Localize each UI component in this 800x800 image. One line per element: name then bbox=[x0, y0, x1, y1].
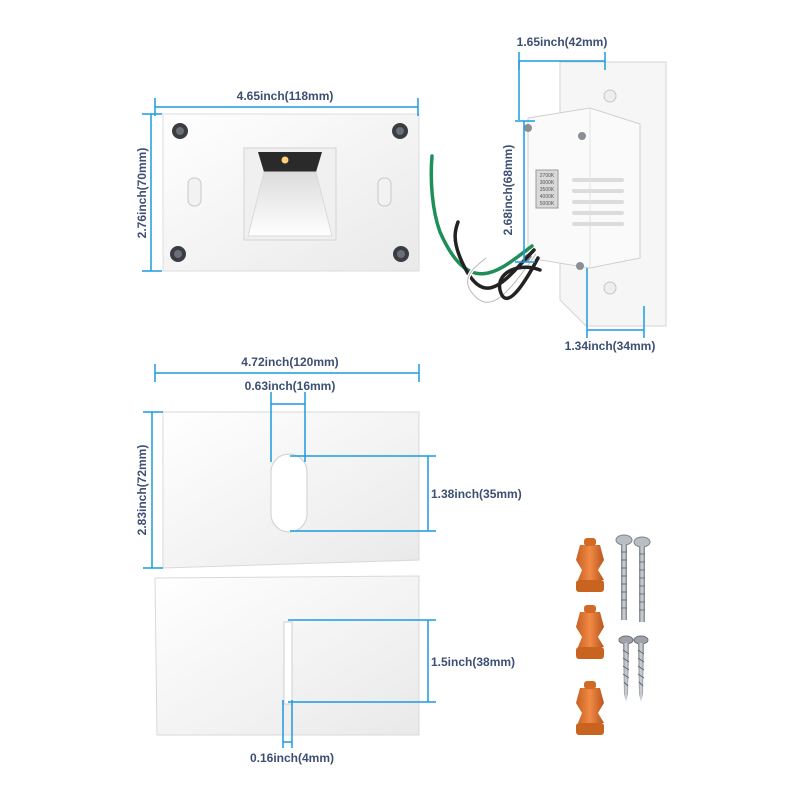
machine-screw-icon bbox=[615, 534, 633, 620]
wire-nut-icon bbox=[576, 538, 604, 592]
housing-screw-icon bbox=[524, 124, 532, 132]
dimension-slot-width bbox=[270, 392, 306, 462]
dimension-top-plate-width bbox=[154, 98, 419, 116]
screw-slot-icon bbox=[187, 177, 202, 207]
lead-wires bbox=[429, 154, 542, 304]
housing-screw-icon bbox=[578, 132, 586, 140]
plate-screw-icon bbox=[603, 89, 617, 103]
label-slot-width: 0.63inch(16mm) bbox=[245, 379, 336, 393]
label-top-plate-width: 4.65inch(118mm) bbox=[237, 89, 334, 103]
led-icon bbox=[281, 156, 289, 164]
oblong-slot bbox=[270, 453, 308, 533]
label-side-depth: 1.34inch(34mm) bbox=[565, 339, 656, 353]
color-temp-option: 3500K bbox=[540, 187, 555, 193]
cover-plate-2 bbox=[154, 575, 420, 736]
dimension-slot-height bbox=[290, 455, 436, 532]
color-temp-option: 3000K bbox=[540, 180, 555, 186]
housing-screw-icon bbox=[576, 262, 584, 270]
step-light-recess bbox=[243, 147, 337, 241]
color-temp-option: 2700K bbox=[540, 173, 555, 179]
vent-slats bbox=[572, 178, 624, 226]
dimension-cover-height bbox=[143, 411, 163, 569]
wood-screw-icon bbox=[633, 635, 649, 702]
mounting-magnet-icon bbox=[393, 246, 409, 262]
wire-nut-icon bbox=[576, 605, 604, 659]
color-temp-option: 4000K bbox=[540, 194, 555, 200]
label-cover-height: 2.83inch(72mm) bbox=[135, 445, 149, 536]
label-cover2-slot-height: 1.5inch(38mm) bbox=[431, 655, 515, 669]
label-slot-height: 1.38inch(35mm) bbox=[431, 487, 522, 501]
mounting-magnet-icon bbox=[172, 123, 188, 139]
label-side-height: 2.68inch(68mm) bbox=[501, 145, 515, 236]
color-temperature-switch: 2700K 3000K 3500K 4000K 5000K bbox=[535, 169, 559, 209]
side-view: 2700K 3000K 3500K 4000K 5000K bbox=[429, 61, 667, 327]
narrow-slot bbox=[283, 621, 293, 705]
front-plate-view bbox=[162, 113, 420, 272]
dimension-cover2-slot-height bbox=[288, 619, 436, 703]
color-temp-option: 5000K bbox=[540, 201, 555, 207]
plate-screw-icon bbox=[603, 281, 617, 295]
cover-plate-1 bbox=[162, 411, 420, 569]
dimension-side-width bbox=[518, 52, 606, 120]
label-cover2-slot-width: 0.16inch(4mm) bbox=[250, 751, 334, 765]
dimension-cover-width bbox=[154, 364, 420, 382]
label-side-width: 1.65inch(42mm) bbox=[517, 35, 608, 49]
dimension-side-depth bbox=[586, 268, 645, 338]
wood-screw-icon bbox=[618, 635, 634, 702]
label-cover-width: 4.72inch(120mm) bbox=[241, 355, 338, 369]
accessories bbox=[576, 534, 651, 735]
dimension-cover2-slot-width bbox=[282, 700, 293, 748]
mounting-magnet-icon bbox=[170, 246, 186, 262]
dimension-top-plate-height bbox=[142, 113, 162, 272]
screw-slot-icon bbox=[377, 177, 392, 207]
wire-nut-icon bbox=[576, 681, 604, 735]
machine-screw-icon bbox=[633, 536, 651, 622]
dimension-side-height bbox=[515, 120, 535, 263]
label-top-plate-height: 2.76inch(70mm) bbox=[135, 148, 149, 239]
mounting-magnet-icon bbox=[392, 123, 408, 139]
